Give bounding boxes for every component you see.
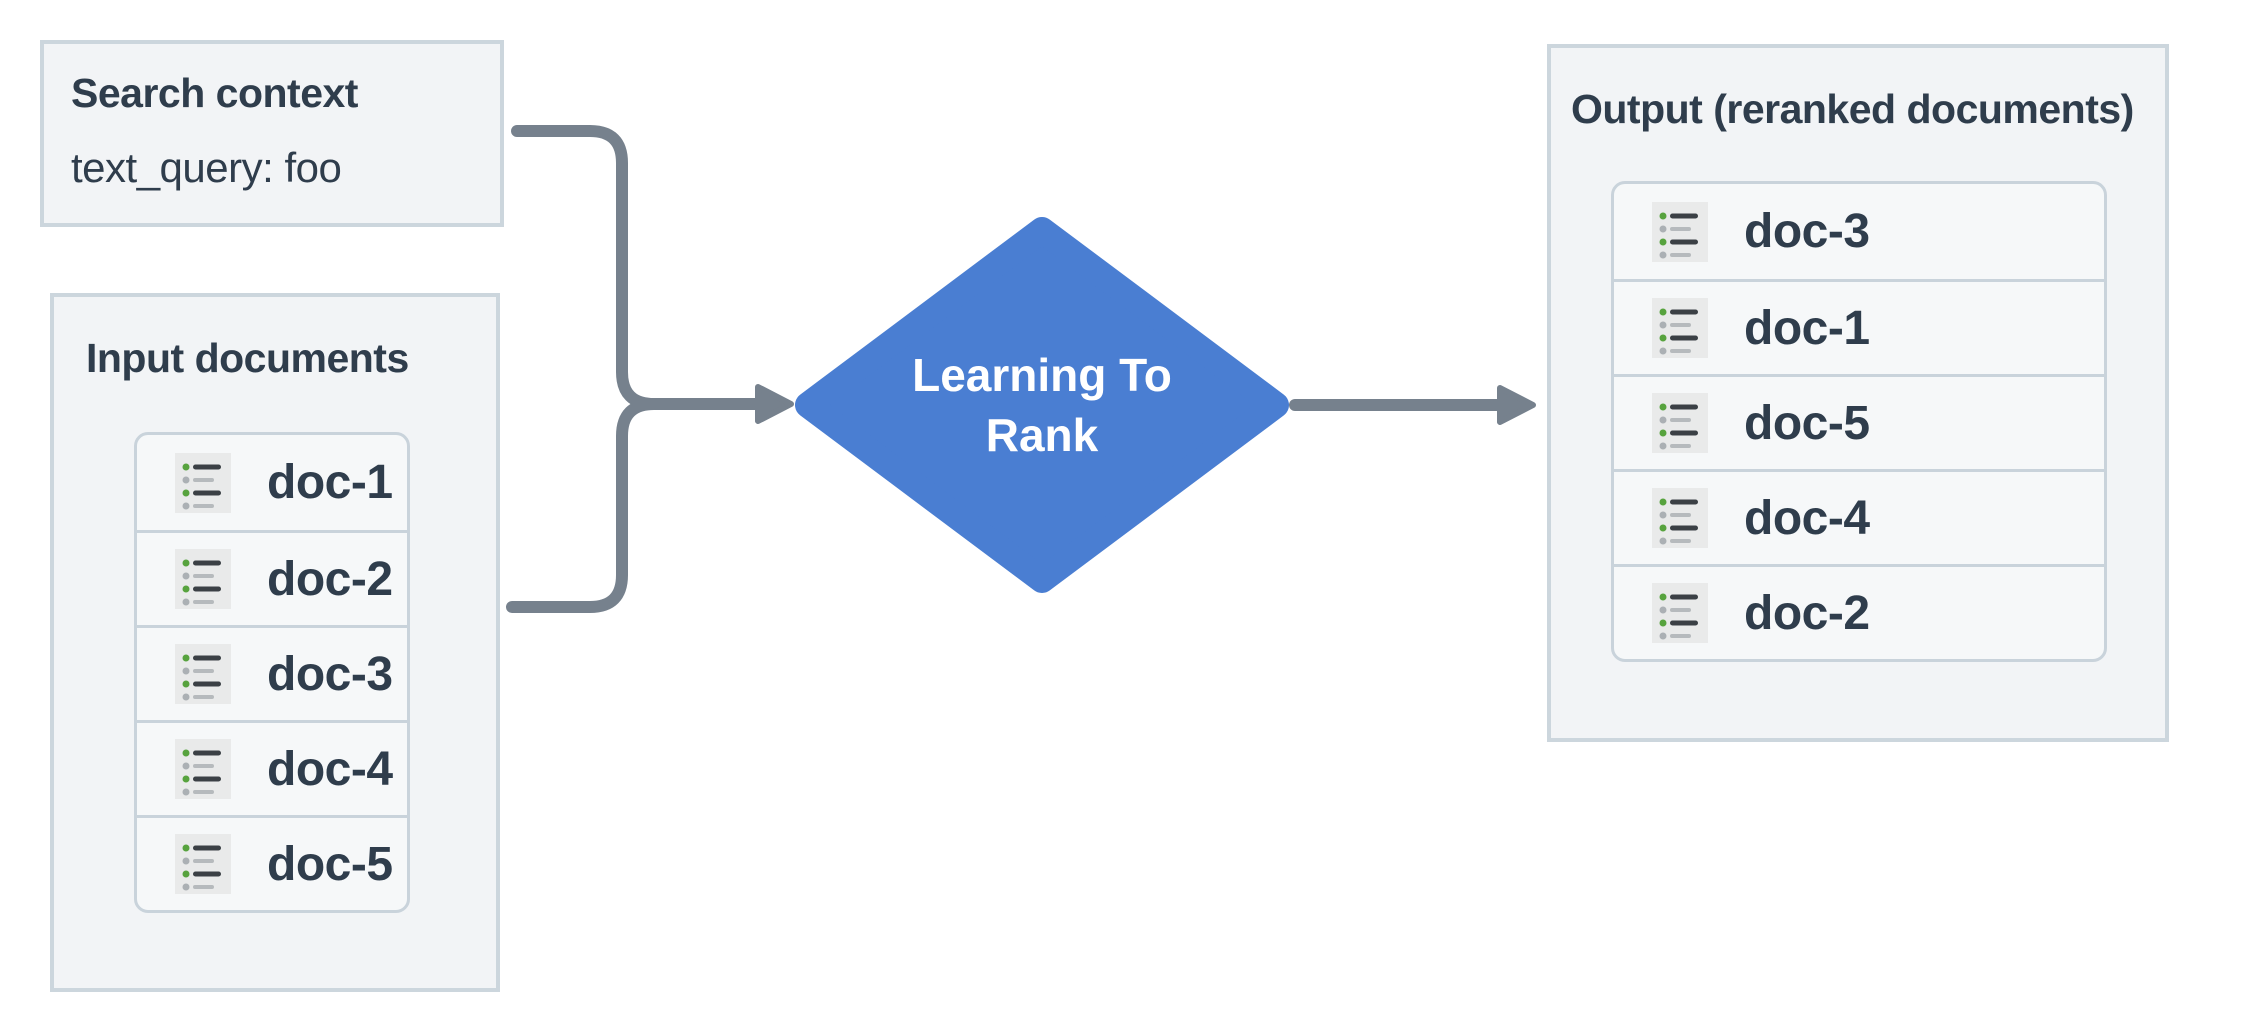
search-context-box: Search context text_query: foo	[40, 40, 504, 227]
connector-search-to-merge	[511, 125, 762, 410]
input-documents-box: Input documents doc-1 doc-2 doc-3 doc-4 …	[50, 293, 500, 992]
list-document-icon	[175, 549, 231, 609]
doc-item: doc-5	[137, 815, 407, 910]
ltr-diamond-label: Learning To Rank	[842, 230, 1242, 580]
search-context-query: text_query: foo	[71, 144, 342, 191]
list-document-icon	[175, 834, 231, 894]
output-documents-box: Output (reranked documents) doc-3 doc-1 …	[1547, 44, 2169, 742]
output-documents-title: Output (reranked documents)	[1571, 86, 2134, 132]
list-document-icon	[175, 739, 231, 799]
ltr-diamond-label-line1: Learning To	[912, 349, 1172, 401]
input-doc-stack: doc-1 doc-2 doc-3 doc-4 doc-5	[134, 432, 410, 913]
doc-item: doc-1	[1614, 279, 2104, 374]
doc-item-label: doc-5	[267, 837, 393, 891]
output-doc-stack: doc-3 doc-1 doc-5 doc-4 doc-2	[1611, 181, 2107, 662]
search-context-title: Search context	[71, 70, 358, 116]
list-document-icon	[175, 453, 231, 513]
doc-item: doc-2	[137, 530, 407, 625]
ltr-diamond	[795, 217, 1289, 593]
doc-item: doc-3	[137, 625, 407, 720]
doc-item-label: doc-3	[267, 647, 393, 701]
connector-docs-to-merge	[506, 398, 762, 613]
doc-item-label: doc-1	[267, 456, 393, 509]
arrow-right-head-icon	[755, 384, 794, 424]
doc-item: doc-1	[137, 435, 407, 530]
list-document-icon	[1652, 583, 1708, 643]
list-document-icon	[1652, 488, 1708, 548]
doc-item-label: doc-5	[1744, 396, 1870, 450]
doc-item-label: doc-2	[1744, 586, 1870, 640]
list-document-icon	[1652, 393, 1708, 453]
doc-item-label: doc-4	[267, 742, 393, 796]
doc-item-label: doc-4	[1744, 491, 1870, 545]
arrow-right-head-icon	[1497, 385, 1536, 425]
input-documents-title: Input documents	[86, 335, 409, 381]
list-document-icon	[1652, 298, 1708, 358]
ltr-diamond-label-line2: Rank	[985, 409, 1099, 461]
doc-item: doc-3	[1614, 184, 2104, 279]
doc-item: doc-2	[1614, 564, 2104, 659]
list-document-icon	[1652, 202, 1708, 262]
list-document-icon	[175, 644, 231, 704]
doc-item: doc-4	[1614, 469, 2104, 564]
doc-item: doc-4	[137, 720, 407, 815]
doc-item-label: doc-2	[267, 552, 393, 606]
doc-item-label: doc-3	[1744, 205, 1870, 258]
doc-item-label: doc-1	[1744, 301, 1870, 355]
doc-item: doc-5	[1614, 374, 2104, 469]
